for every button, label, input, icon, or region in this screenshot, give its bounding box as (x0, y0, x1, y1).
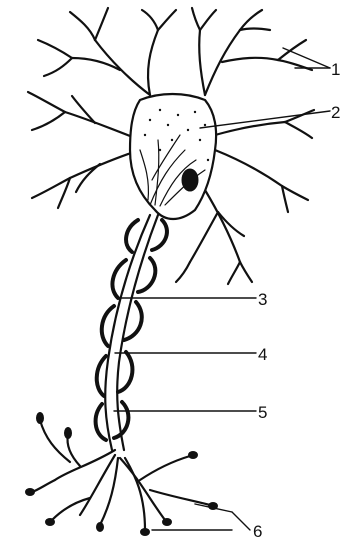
label-5: 5 (258, 404, 267, 421)
label-3: 3 (258, 291, 267, 308)
label-2: 2 (331, 104, 340, 121)
axon (96, 215, 167, 450)
nucleus (182, 169, 198, 191)
label-6: 6 (253, 523, 262, 540)
cell-body (130, 94, 216, 219)
label-4: 4 (258, 346, 267, 363)
label-1: 1 (331, 61, 340, 78)
